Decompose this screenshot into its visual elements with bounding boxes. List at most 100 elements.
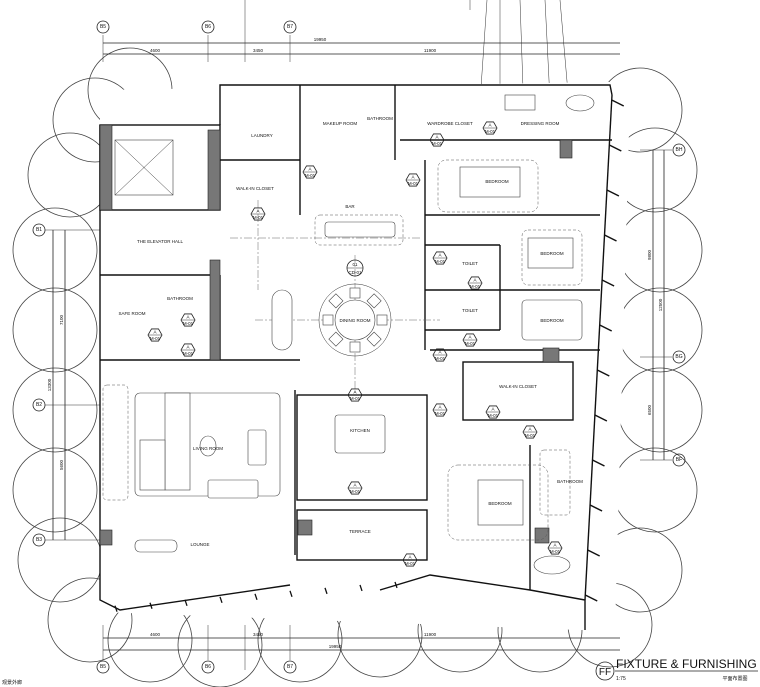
- svg-text:M-01: M-01: [465, 341, 476, 346]
- dim-bottom-overall: 19950: [329, 644, 342, 649]
- grid-label-left-3: B3: [36, 537, 42, 543]
- room-label-master-bath: BATHROOM: [557, 479, 583, 484]
- grid-label-right-2: BG: [675, 354, 682, 360]
- grid-label-left-2: B2: [36, 402, 42, 408]
- svg-text:M-01: M-01: [485, 129, 496, 134]
- dining-chair: [376, 314, 388, 326]
- elevation-tag: AM-01: [432, 251, 448, 265]
- mullion: [254, 593, 258, 601]
- elevation-tag: AM-01: [180, 313, 196, 327]
- svg-text:M-01: M-01: [405, 561, 416, 566]
- svg-text:A: A: [353, 390, 356, 395]
- svg-text:M-01: M-01: [350, 396, 361, 401]
- cloud-scallop: [17, 517, 103, 603]
- room-label-master-bedroom: BEDROOM: [488, 501, 512, 506]
- mullion: [149, 602, 153, 609]
- svg-text:M-01: M-01: [435, 411, 446, 416]
- dim-left-seg-2: 5600: [59, 459, 64, 470]
- grid-bubbles: [32, 20, 686, 674]
- mullion: [587, 549, 601, 557]
- elevation-tag: AM-01: [522, 425, 538, 439]
- grid-label-top-1: B5: [100, 24, 106, 30]
- grid-label-top-2: B6: [205, 24, 211, 30]
- elevation-tag: AM-01: [467, 276, 483, 290]
- dim-right-overall: 12500: [658, 298, 663, 311]
- svg-text:A: A: [528, 427, 531, 432]
- svg-text:A: A: [186, 345, 189, 350]
- svg-text:A: A: [438, 253, 441, 258]
- svg-text:A: A: [438, 350, 441, 355]
- elevation-tag: AM-01: [347, 388, 363, 402]
- dimension-lines: [45, 0, 672, 670]
- svg-text:M-01: M-01: [550, 549, 561, 554]
- cloud-scallop: [612, 447, 698, 533]
- room-label-bedroom-2: BEDROOM: [540, 251, 564, 256]
- elevation-tag: AM-01: [429, 133, 445, 147]
- dim-right-seg-1: 9800: [647, 249, 652, 260]
- svg-text:M-01: M-01: [408, 181, 419, 186]
- svg-text:M-01: M-01: [183, 321, 194, 326]
- room-label-bedroom-1: BEDROOM: [485, 179, 509, 184]
- mullion: [592, 459, 605, 467]
- svg-text:A: A: [491, 407, 494, 412]
- dim-top-seg-1: 4600: [150, 48, 161, 53]
- svg-text:A: A: [435, 135, 438, 140]
- svg-text:A: A: [468, 335, 471, 340]
- mullion: [359, 584, 363, 592]
- grid-label-bottom-2: B6: [205, 664, 211, 670]
- svg-text:A: A: [473, 278, 476, 283]
- footnote-cn: 观景外廊: [2, 679, 22, 686]
- elevation-tag: AM-01: [482, 121, 498, 135]
- room-label-wardrobe-top: WARDROBE CLOSET: [427, 121, 473, 126]
- grid-label-right-3: BF: [676, 457, 682, 463]
- furniture: [102, 94, 595, 575]
- mullion: [184, 599, 188, 606]
- svg-text:M-01: M-01: [435, 259, 446, 264]
- elevation-tag: AM-01: [180, 343, 196, 357]
- elevation-tag: AM-01: [405, 173, 421, 187]
- room-label-dressing: DRESSING ROOM: [521, 121, 560, 126]
- svg-text:M-01: M-01: [350, 489, 361, 494]
- mullion: [324, 587, 328, 595]
- cloud-scallop: [617, 367, 703, 453]
- room-label-bathroom-top: BATHROOM: [367, 116, 393, 121]
- room-label-living: LIVING ROOM: [193, 446, 223, 451]
- drawing-title: FIXTURE & FURNISHING PLAN: [616, 657, 760, 671]
- elevation-tags: AM-01AM-01AM-01AM-01AM-01AM-01AM-01AM-01…: [147, 121, 563, 567]
- mullion: [114, 605, 118, 612]
- dining-chair: [366, 331, 382, 347]
- svg-text:A: A: [256, 209, 259, 214]
- dining-chair: [328, 293, 344, 309]
- room-label-kitchen: KITCHEN: [350, 428, 370, 433]
- mullion: [589, 504, 603, 512]
- room-label-makeup-room: MAKEUP ROOM: [323, 121, 357, 126]
- svg-text:A: A: [411, 175, 414, 180]
- svg-text:M-01: M-01: [253, 215, 264, 220]
- dim-bottom-seg-2: 3450: [253, 632, 264, 637]
- mullion: [599, 324, 613, 332]
- svg-text:A: A: [438, 405, 441, 410]
- dim-left-overall: 13300: [47, 378, 52, 391]
- cloud-scallop: [47, 577, 133, 663]
- cloud-scallop: [12, 207, 98, 293]
- room-label-bathroom-left: BATHROOM: [167, 296, 193, 301]
- dim-top-overall: 19950: [314, 37, 327, 42]
- room-labels: LAUNDRY MAKEUP ROOM BATHROOM WALK-IN CLO…: [118, 116, 583, 547]
- elevation-tag: AM-01: [462, 333, 478, 347]
- elevation-tag: AM-01: [250, 207, 266, 221]
- svg-text:M-01: M-01: [435, 356, 446, 361]
- elevation-tag: AM-01: [485, 405, 501, 419]
- dim-left-seg-1: 7100: [59, 314, 64, 325]
- dim-bottom-seg-1: 4600: [150, 632, 161, 637]
- detail-tag: 01 CD-01: [346, 259, 364, 277]
- dining-chair: [366, 293, 382, 309]
- svg-text:M-01: M-01: [470, 284, 481, 289]
- svg-text:M-01: M-01: [488, 413, 499, 418]
- room-label-walkin-master: WALK-IN CLOSET: [499, 384, 537, 389]
- room-label-bar: BAR: [345, 204, 355, 209]
- drawing-subtitle-cn: 平面布置图: [722, 675, 747, 682]
- elevation-tag: AM-01: [402, 553, 418, 567]
- svg-text:M-01: M-01: [150, 336, 161, 341]
- mullion: [608, 144, 622, 152]
